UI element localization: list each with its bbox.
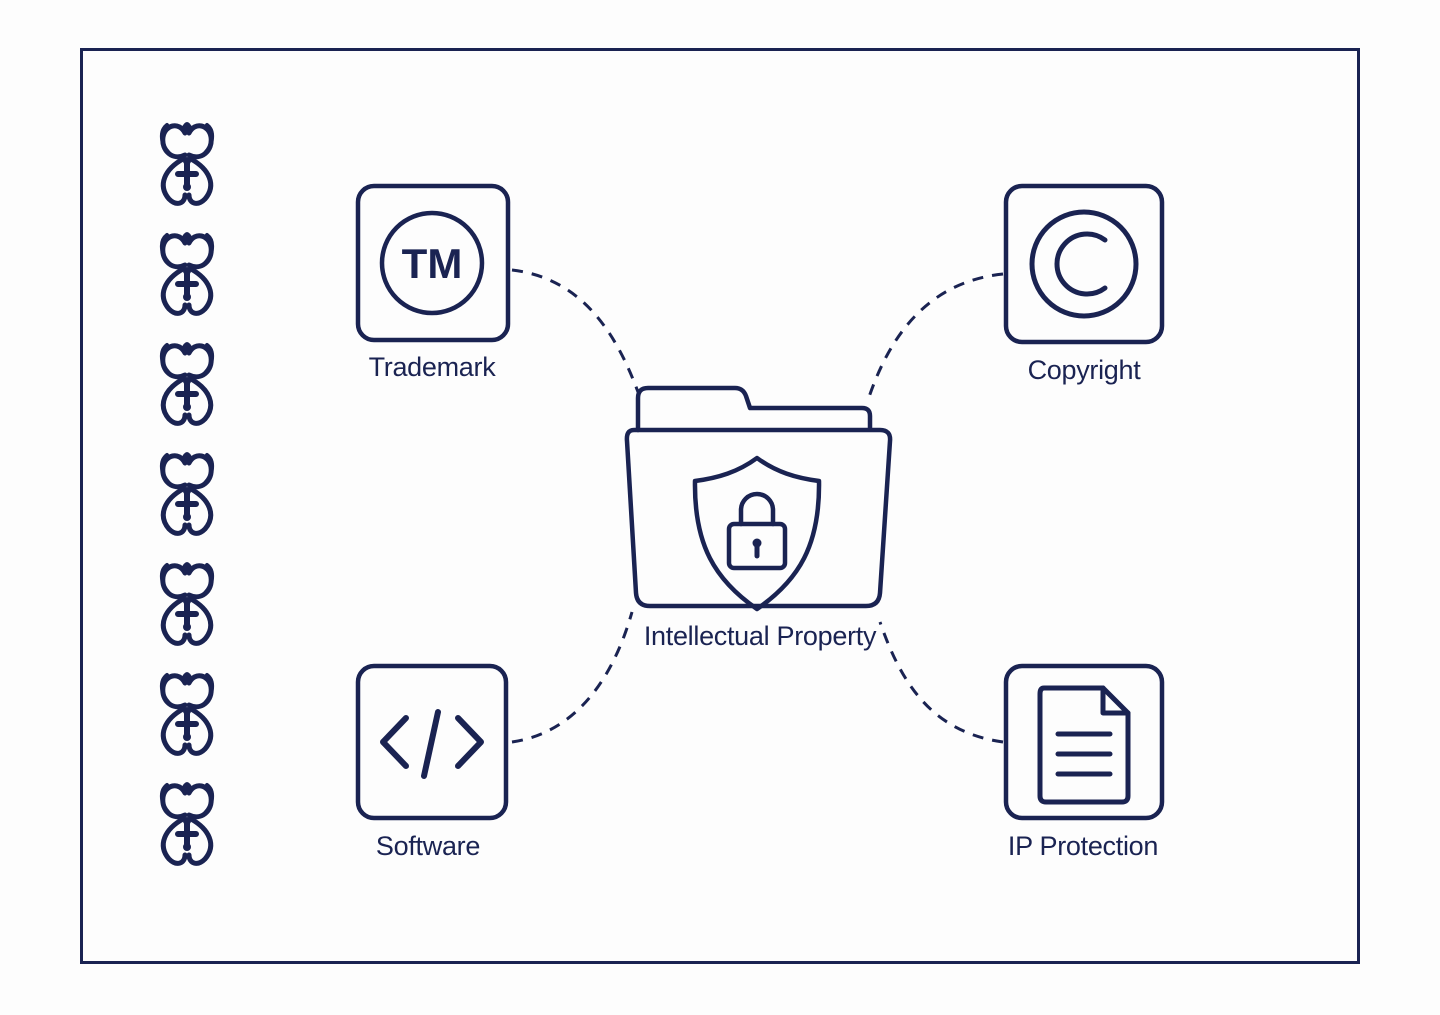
ornament-motif: [162, 342, 212, 423]
code-icon: [380, 709, 484, 779]
ornament-motif: [162, 782, 212, 863]
copyright-icon: [1029, 209, 1139, 319]
node-label-copyright: Copyright: [1027, 355, 1141, 385]
connector-trademark: [511, 268, 640, 393]
ornament-motif: [162, 232, 212, 313]
connector-software: [511, 611, 634, 744]
diagram-frame: [80, 48, 1360, 964]
copyright-node: [1003, 183, 1165, 345]
connector-lines: [511, 268, 1004, 744]
trademark-node: [355, 183, 511, 343]
node-label-trademark: Trademark: [368, 352, 496, 382]
ornament-motif: [162, 452, 212, 533]
software-node: [355, 663, 509, 821]
node-label-ip-protection: IP Protection: [1007, 831, 1159, 861]
folder-shield-lock-icon: [624, 385, 893, 612]
center-label: Intellectual Property: [643, 621, 877, 651]
ornament-motif: [162, 672, 212, 753]
document-icon: [1037, 685, 1131, 805]
connector-copyright: [866, 272, 1004, 401]
ip-protection-node: [1003, 663, 1165, 821]
ornament-motif: [162, 122, 212, 203]
connector-ip-protection: [878, 621, 1004, 744]
ornament-motif: [162, 562, 212, 643]
node-label-software: Software: [375, 831, 481, 861]
trademark-icon: [379, 210, 485, 316]
ornamental-border-icon: [162, 122, 212, 863]
trademark-glyph: TM: [401, 240, 463, 287]
